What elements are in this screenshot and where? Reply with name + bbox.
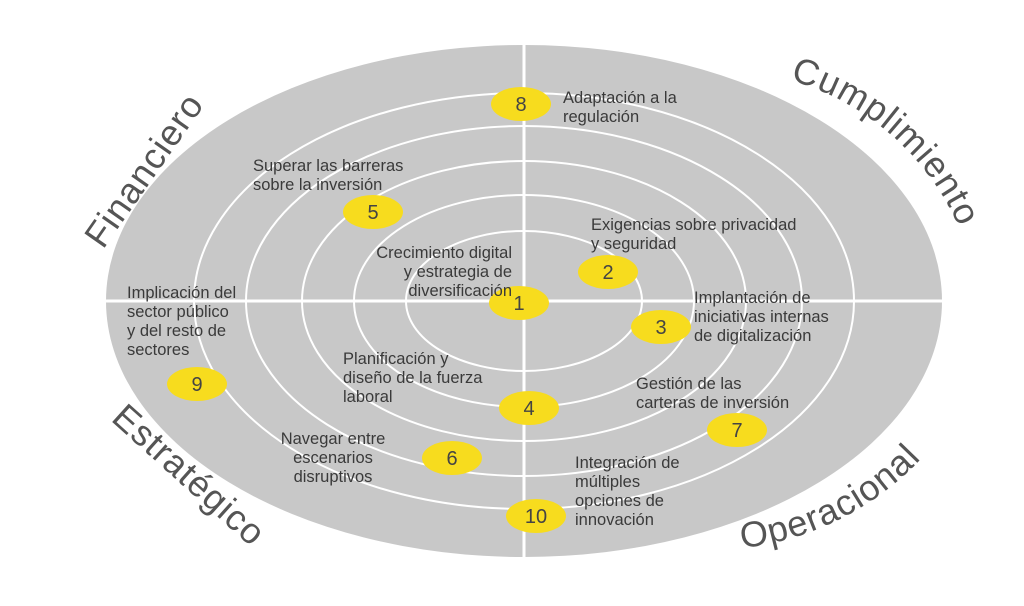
svg-text:9: 9 <box>191 374 202 396</box>
svg-text:1: 1 <box>513 293 524 315</box>
badge-5: 5 <box>343 195 403 229</box>
item-label-1: Crecimiento digital y estrategia de dive… <box>376 244 512 300</box>
svg-text:10: 10 <box>525 506 547 528</box>
svg-text:4: 4 <box>523 398 534 420</box>
item-label-2: Exigencias sobre privacidad y seguridad <box>591 216 797 253</box>
item-label-9: Implicación del sector público y del res… <box>127 284 237 359</box>
item-label-7: Gestión de las carteras de inversión <box>636 375 790 412</box>
badge-9: 9 <box>167 367 227 401</box>
svg-text:2: 2 <box>602 262 613 284</box>
item-label-10: Integración de múltiples opciones de inn… <box>575 454 680 529</box>
item-label-3: Implantación de iniciativas internas de … <box>694 289 829 345</box>
badge-1: 1 <box>489 286 549 320</box>
badge-10: 10 <box>506 499 566 533</box>
badge-7: 7 <box>707 413 767 447</box>
badge-2: 2 <box>578 255 638 289</box>
badge-6: 6 <box>422 441 482 475</box>
item-label-6: Navegar entre escenarios disruptivos <box>280 430 386 486</box>
svg-text:3: 3 <box>655 317 666 339</box>
item-label-4: Planificación y diseño de la fuerza labo… <box>343 350 483 406</box>
item-label-8: Adaptación a la regulación <box>563 89 677 126</box>
svg-text:8: 8 <box>515 94 526 116</box>
svg-text:7: 7 <box>731 420 742 442</box>
svg-text:5: 5 <box>367 202 378 224</box>
badge-8: 8 <box>491 87 551 121</box>
item-label-5: Superar las barreras sobre la inversión <box>253 157 404 194</box>
badge-3: 3 <box>631 310 691 344</box>
svg-text:6: 6 <box>446 448 457 470</box>
badge-4: 4 <box>499 391 559 425</box>
